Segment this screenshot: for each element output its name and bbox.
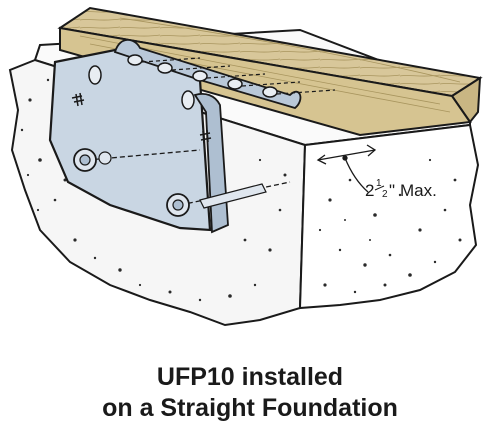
dimension-inch-mark: "	[389, 181, 395, 200]
ufp10-top-flange	[113, 38, 302, 109]
dimension-label: 2 1 2 " Max.	[365, 178, 437, 200]
dimension-fraction-den: 2	[382, 189, 388, 200]
concrete-right-face	[298, 123, 480, 310]
anchor-bolts	[73, 148, 291, 217]
screw-fasteners	[88, 54, 278, 110]
dimension-whole: 2	[365, 181, 374, 200]
concrete-corner-edge	[299, 144, 306, 309]
screw-icon	[88, 65, 102, 85]
caption-line-1: UFP10 installed	[156, 363, 344, 391]
plate-hash-marks	[71, 92, 212, 144]
screw-icon	[227, 78, 243, 90]
dimension-indicator	[316, 144, 377, 193]
dimension-fraction-num: 1	[376, 178, 382, 189]
screw-icon	[181, 90, 195, 110]
caption-line-2: on a Straight Foundation	[102, 394, 398, 422]
screw-shanks	[141, 57, 336, 95]
figure-caption: UFP10 installed on a Straight Foundation	[0, 362, 500, 424]
screw-icon	[157, 62, 173, 74]
screw-icon	[262, 86, 278, 98]
screw-icon	[192, 70, 208, 82]
dimension-suffix: Max.	[400, 181, 437, 200]
screw-icon	[127, 54, 143, 66]
